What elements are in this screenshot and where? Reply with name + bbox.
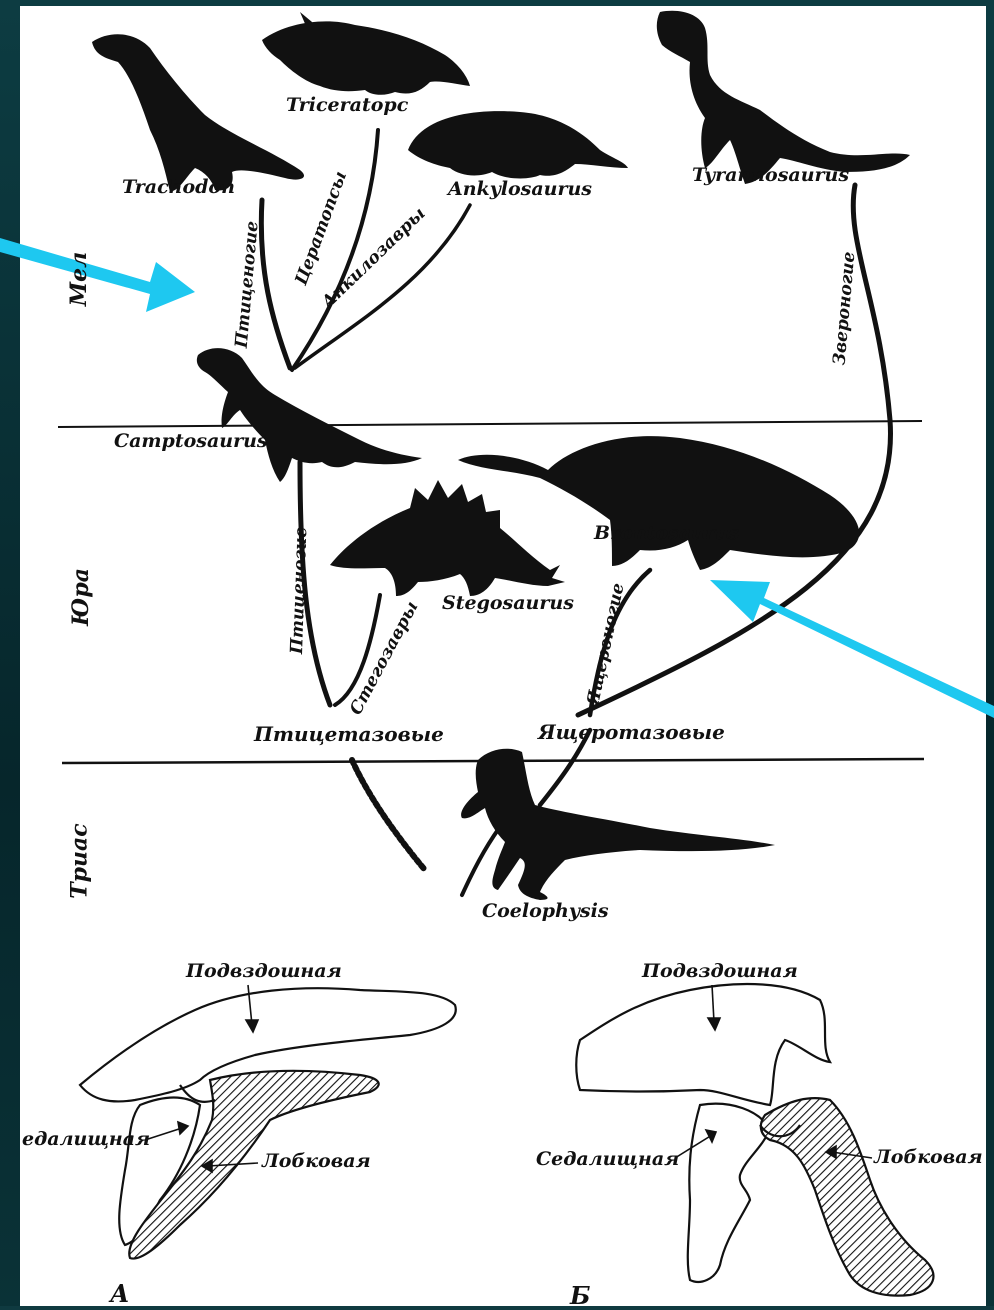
- camptosaurus-silhouette: [197, 348, 422, 482]
- pelvis-a-drawing: [80, 988, 456, 1258]
- pelvis-a-ilium-label: Подвздошная: [186, 962, 342, 981]
- highlight-arrow-ornithischia: [0, 238, 195, 312]
- stegosaurus-silhouette: [330, 480, 565, 596]
- era-label-triassic: Триас: [69, 823, 91, 898]
- era-label-cretaceous: Мел: [68, 252, 90, 306]
- pelvis-a-pubis-label: Лобковая: [262, 1152, 371, 1171]
- label-stegosaurus: Stegosaurus: [442, 594, 574, 613]
- coelophysis-silhouette: [461, 749, 775, 900]
- label-tyrannosaurus: Tyrannosaurus: [692, 166, 849, 185]
- tyrannosaurus-silhouette: [657, 11, 910, 184]
- pelvis-a-letter: А: [110, 1282, 130, 1306]
- era-label-jurassic: Юра: [70, 568, 92, 626]
- label-coelophysis: Coelophysis: [482, 902, 609, 921]
- label-brontosaurus: Brontosaurus: [594, 524, 739, 543]
- branch-ornithopods-upper: [261, 200, 290, 368]
- pelvis-b-ischium-label: Седалищная: [536, 1150, 679, 1169]
- trachodon-silhouette: [92, 34, 304, 192]
- pelvis-b-ilium: [576, 984, 830, 1105]
- label-triceratops: Triceratopc: [286, 96, 408, 115]
- era-boundary-cretaceous-jurassic: [58, 421, 922, 427]
- branch-label-ornithopods-lower: Птиценогие: [289, 527, 310, 655]
- label-camptosaurus: Camptosaurus: [114, 432, 268, 451]
- highlight-arrow-saurischia: [710, 580, 994, 718]
- pelvis-b-pubis-label: Лобковая: [874, 1148, 983, 1167]
- ankylosaurus-silhouette: [408, 111, 628, 178]
- label-ankylosaurus: Ankylosaurus: [448, 180, 592, 199]
- pelvis-a-ischium-label: едалищная: [22, 1130, 150, 1149]
- triceratops-silhouette: [262, 12, 470, 95]
- branch-ornithischia-dashed: [352, 760, 425, 870]
- pelvis-b-drawing: [576, 984, 933, 1296]
- group-label-ornithischia: Птицетазовые: [254, 724, 444, 744]
- dinosaur-silhouettes: [92, 11, 910, 900]
- pelvis-b-pubis: [761, 1098, 934, 1295]
- pelvis-b-letter: Б: [570, 1284, 591, 1308]
- group-label-saurischia: Ящеротазовые: [538, 722, 725, 742]
- label-trachodon: Trachodon: [122, 178, 235, 197]
- pelvis-b-ischium: [688, 1104, 770, 1282]
- pelvis-b-ilium-label: Подвздошная: [642, 962, 798, 981]
